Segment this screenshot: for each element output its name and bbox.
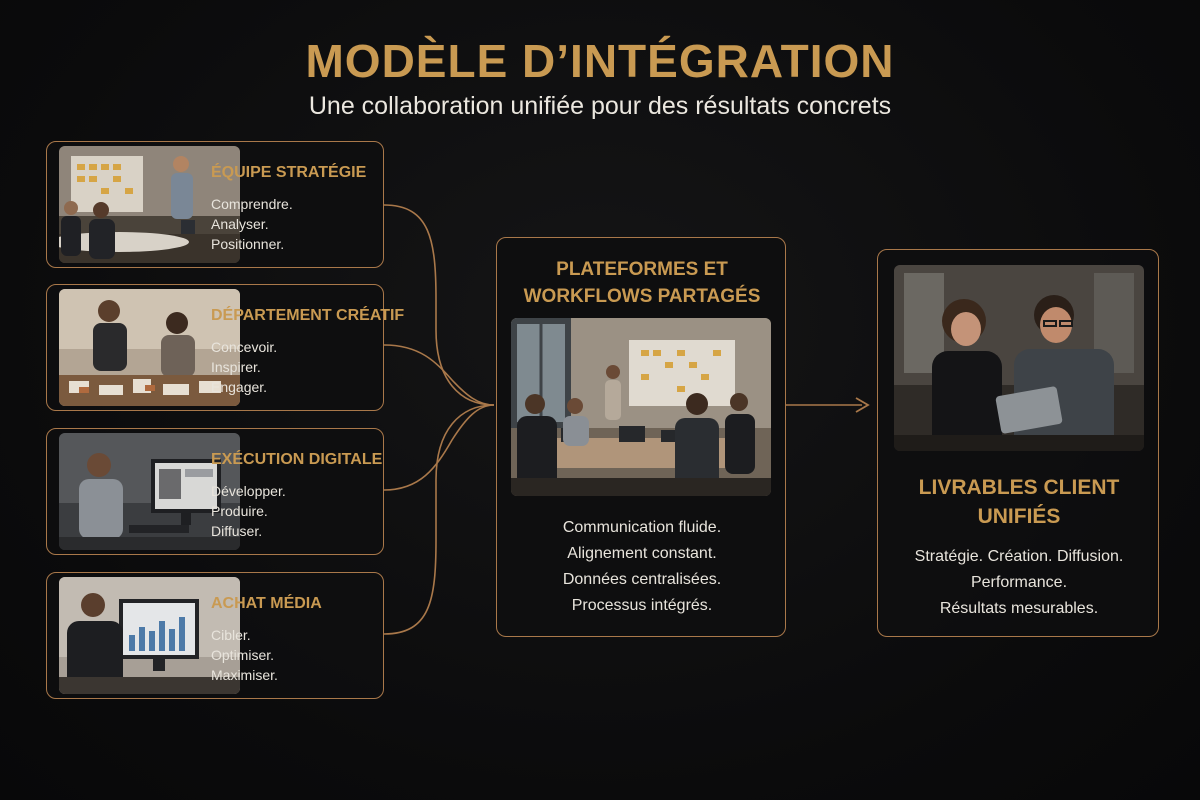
- hub-card: PLATEFORMES ET WORKFLOWS PARTAGÉS: [496, 237, 786, 637]
- team-line: Inspirer.: [211, 359, 261, 375]
- team-card-digital: EXÉCUTION DIGITALE Développer. Produire.…: [46, 428, 384, 555]
- team-line: Comprendre.: [211, 196, 293, 212]
- team-whiteboard-meeting-photo: [59, 146, 240, 263]
- output-title: LIVRABLES CLIENT UNIFIÉS: [878, 473, 1160, 531]
- team-lines: Cibler. Optimiser. Maximiser.: [211, 625, 278, 685]
- team-title: EXÉCUTION DIGITALE: [211, 451, 383, 468]
- developer-at-monitor-photo: [59, 433, 240, 550]
- team-card-strategy: ÉQUIPE STRATÉGIE Comprendre. Analyser. P…: [46, 141, 384, 268]
- output-line: Performance.: [970, 574, 1068, 591]
- page-subtitle: Une collaboration unifiée pour des résul…: [308, 92, 892, 120]
- hub-title: PLATEFORMES ET WORKFLOWS PARTAGÉS: [497, 256, 787, 310]
- team-card-creative: DÉPARTEMENT CRÉATIF Concevoir. Inspirer.…: [46, 284, 404, 411]
- connector-digital: [383, 404, 495, 491]
- team-lines: Comprendre. Analyser. Positionner.: [211, 194, 293, 254]
- team-meeting-room-photo: [511, 318, 771, 496]
- team-line: Optimiser.: [211, 647, 275, 663]
- connector-creative: [383, 344, 495, 406]
- hub-lines: Communication fluide. Alignement constan…: [497, 515, 787, 619]
- hub-line: Alignement constant.: [567, 545, 717, 562]
- output-card: LIVRABLES CLIENT UNIFIÉS Stratégie. Créa…: [877, 249, 1159, 637]
- output-line: Résultats mesurables.: [939, 600, 1099, 617]
- connector-media: [383, 404, 495, 635]
- team-line: Cibler.: [211, 627, 251, 643]
- team-line: Développer.: [211, 483, 286, 499]
- output-line: Stratégie. Création. Diffusion.: [914, 548, 1124, 565]
- clients-with-tablet-photo: [894, 265, 1144, 451]
- output-title-line: LIVRABLES CLIENT: [918, 476, 1120, 499]
- team-lines: Concevoir. Inspirer. Engager.: [211, 337, 277, 397]
- output-lines: Stratégie. Création. Diffusion. Performa…: [878, 544, 1160, 622]
- team-line: Analyser.: [211, 216, 269, 232]
- arrow-right-icon: [855, 397, 870, 413]
- team-title: ACHAT MÉDIA: [211, 595, 322, 612]
- hub-line: Processus intégrés.: [571, 597, 713, 614]
- analyst-with-charts-photo: [59, 577, 240, 694]
- hub-title-line: WORKFLOWS PARTAGÉS: [523, 286, 761, 307]
- team-line: Maximiser.: [211, 667, 278, 683]
- hub-title-line: PLATEFORMES ET: [556, 259, 728, 280]
- team-lines: Développer. Produire. Diffuser.: [211, 481, 286, 541]
- connector-strategy: [383, 204, 495, 406]
- hub-line: Communication fluide.: [562, 519, 722, 536]
- team-card-media: ACHAT MÉDIA Cibler. Optimiser. Maximiser…: [46, 572, 384, 699]
- team-title: DÉPARTEMENT CRÉATIF: [211, 307, 405, 324]
- hub-line: Données centralisées.: [562, 571, 722, 588]
- team-line: Produire.: [211, 503, 268, 519]
- team-line: Engager.: [211, 379, 268, 395]
- team-line: Diffuser.: [211, 523, 263, 539]
- output-title-line: UNIFIÉS: [977, 505, 1061, 528]
- page-title: MODÈLE D’INTÉGRATION: [305, 35, 895, 87]
- team-title: ÉQUIPE STRATÉGIE: [211, 164, 367, 181]
- designers-at-table-photo: [59, 289, 240, 406]
- team-line: Positionner.: [211, 236, 285, 252]
- team-line: Concevoir.: [211, 339, 278, 355]
